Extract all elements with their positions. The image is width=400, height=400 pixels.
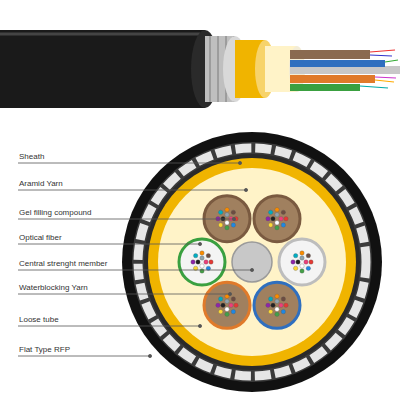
part-label: Central strenght member [18,259,108,269]
loose-tube [279,239,325,285]
optical-fiber [231,297,235,301]
optical-fiber [209,260,213,264]
optical-fiber [275,299,279,303]
optical-fiber [266,216,270,220]
optical-fiber [216,303,220,307]
leader-lines [18,161,254,357]
optical-fiber [200,251,204,255]
optical-fiber [275,207,279,211]
optical-fiber [275,307,279,311]
loose-tube [204,282,250,328]
optical-fiber [225,212,229,216]
optical-fiber [284,216,288,220]
optical-fiber [225,220,229,224]
optical-fiber [293,253,297,257]
optical-fiber [275,312,279,316]
part-label: Aramid Yarn [18,179,64,189]
optical-fiber [281,309,285,313]
optical-fiber [193,253,197,257]
cable-3d [0,30,400,108]
optical-fiber [225,299,229,303]
optical-fiber [221,303,225,307]
optical-fiber [268,223,272,227]
optical-fiber [218,223,222,227]
part-label: Flat Type RFP [18,345,71,355]
optical-fiber [225,307,229,311]
optical-fiber [279,303,283,307]
optical-fiber [225,207,229,211]
part-label: Sheath [18,152,45,162]
optical-fiber [275,294,279,298]
optical-fiber [231,210,235,214]
optical-fiber [281,223,285,227]
optical-fiber [271,216,275,220]
optical-fiber [309,260,313,264]
optical-fiber [279,216,283,220]
optical-fiber [225,225,229,229]
optical-fiber [281,297,285,301]
optical-fiber [218,309,222,313]
optical-fiber [229,303,233,307]
optical-fiber [231,309,235,313]
optical-fiber [191,260,195,264]
optical-fiber [225,312,229,316]
optical-fiber [268,297,272,301]
optical-fiber [271,303,275,307]
optical-fiber [204,260,208,264]
part-label: Waterblocking Yarn [18,283,89,293]
optical-fiber [268,309,272,313]
cable-cross-section [122,132,382,392]
optical-fiber [284,303,288,307]
optical-fiber [304,260,308,264]
optical-fiber [200,269,204,273]
optical-fiber [275,220,279,224]
optical-fiber [306,253,310,257]
optical-fiber [206,253,210,257]
optical-fiber [306,266,310,270]
part-label: Optical fiber [18,233,63,243]
optical-fiber [266,303,270,307]
optical-fiber [296,260,300,264]
optical-fiber [300,264,304,268]
optical-fiber [200,256,204,260]
optical-fiber [293,266,297,270]
loose-tube [254,282,300,328]
optical-fiber [196,260,200,264]
optical-fiber [300,256,304,260]
loose-tube [179,239,225,285]
optical-fiber [218,210,222,214]
optical-fiber [291,260,295,264]
loose-tube [254,196,300,242]
optical-fiber [275,225,279,229]
optical-fiber [231,223,235,227]
optical-fiber [275,212,279,216]
optical-fiber [268,210,272,214]
optical-fiber [300,269,304,273]
optical-fiber [200,264,204,268]
optical-fiber [281,210,285,214]
optical-fiber [218,297,222,301]
optical-fiber [300,251,304,255]
optical-fiber [234,303,238,307]
part-label: Gel filling compound [18,208,92,218]
part-label: Loose tube [18,315,60,325]
